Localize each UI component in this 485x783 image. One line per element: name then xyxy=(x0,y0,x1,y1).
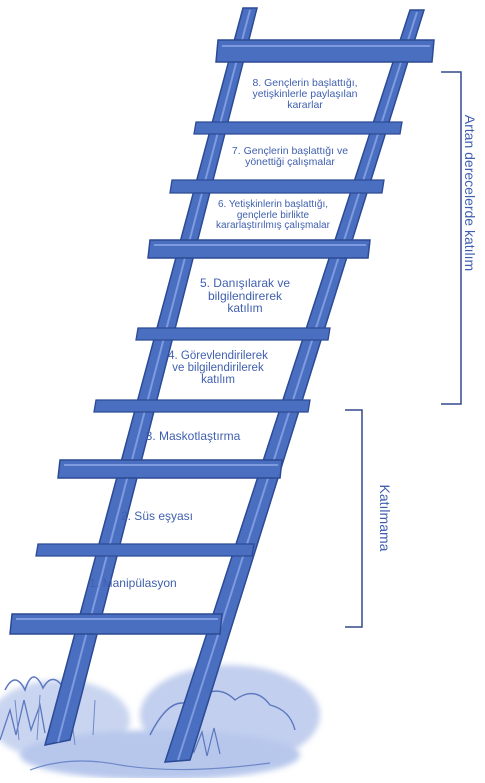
upper-bracket-label: Artan derecelerde katılım xyxy=(462,114,478,272)
rung-5-label: 5. Danışılarak ve bilgilendirerek katılı… xyxy=(170,277,320,315)
rung-8-plank xyxy=(193,121,403,135)
ground-grass xyxy=(0,665,320,780)
rung-6-line-3: kararlaştırılmış çalışmalar xyxy=(216,220,330,231)
rung-2-line-1: 2. Süs eşyası xyxy=(120,509,194,523)
rung-6-line-1: 6. Yetişkinlerin başlattığı, xyxy=(217,199,329,210)
rung-4-line-1: 4. Görevlendirilerek xyxy=(168,350,268,362)
rung-4-line-2: ve bilgilendirilerek xyxy=(172,362,264,375)
lower-bracket-label: Katılmama xyxy=(377,484,393,552)
upper-bracket xyxy=(441,71,462,405)
lower-bracket xyxy=(345,409,363,628)
rung-8-line-2: yetişkinlerle paylaşılan xyxy=(252,88,358,101)
rung-6-line-2: gençlerle birlikte xyxy=(236,209,310,221)
rung-2-label: 2. Süs eşyası xyxy=(82,510,232,523)
rung-3-label: 3. Maskotlaştırma xyxy=(118,430,268,443)
rung-4-line-3: katılım xyxy=(201,374,235,387)
rung-5-plank xyxy=(135,327,331,341)
rung-5-line-3: katılım xyxy=(227,301,263,316)
ladder-rungs xyxy=(9,39,435,635)
rung-1-label: 1. Manipülasyon xyxy=(58,577,208,590)
rung-8-label: 8. Gençlerin başlattığı, yetişkinlerle p… xyxy=(230,77,380,112)
rung-3-line-1: 3. Maskotlaştırma xyxy=(145,429,241,443)
rung-4-label: 4. Görevlendirilerek ve bilgilendirilere… xyxy=(143,350,293,386)
rung-3-plank xyxy=(57,459,283,479)
rung-1-line-1: 1. Manipülasyon xyxy=(89,576,177,590)
rung-4-plank xyxy=(93,399,311,413)
rung-1-plank xyxy=(9,613,223,635)
rung-7-line-2: yönettiği çalışmalar xyxy=(245,156,335,169)
rung-7-plank xyxy=(169,179,385,194)
rung-6-plank xyxy=(147,239,371,259)
rung-7-line-1: 7. Gençlerin başlattığı ve xyxy=(231,145,349,157)
rung-8-line-3: kararlar xyxy=(287,99,323,112)
rung-8-line-1: 8. Gençlerin başlattığı, xyxy=(252,77,358,89)
rung-2-plank xyxy=(35,543,255,557)
rung-6-label: 6. Yetişkinlerin başlattığı, gençlerle b… xyxy=(196,199,350,232)
rung-7-label: 7. Gençlerin başlattığı ve yönettiği çal… xyxy=(215,145,365,169)
rung-5-line-2: bilgilendirerek xyxy=(207,288,283,303)
rung-top-plank xyxy=(215,39,435,63)
rung-5-line-1: 5. Danışılarak ve xyxy=(199,276,291,290)
